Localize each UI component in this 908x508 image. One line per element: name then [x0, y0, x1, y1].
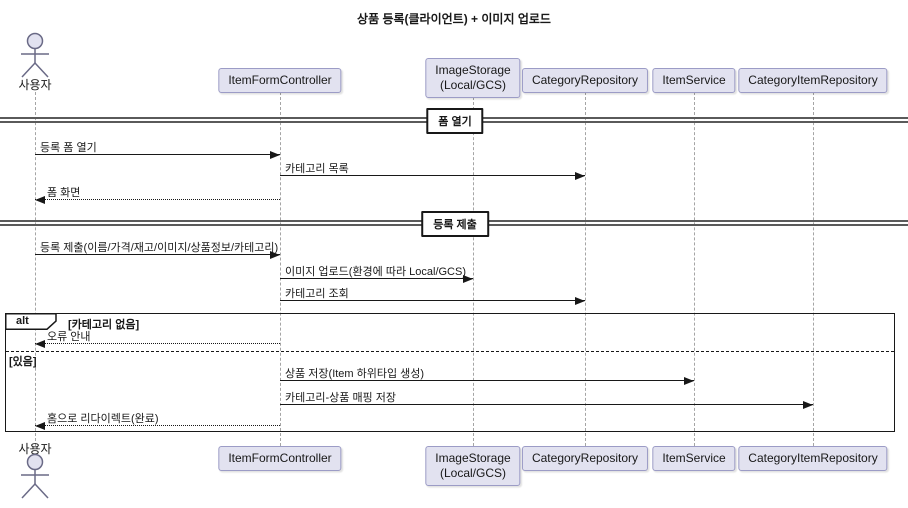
message-arrowhead — [35, 195, 45, 204]
participant-box-top: ItemFormController — [218, 68, 342, 93]
alt-keyword: alt — [16, 315, 29, 327]
message-label: 등록 폼 열기 — [40, 142, 97, 154]
lifeline — [813, 92, 814, 446]
message-arrowhead — [35, 421, 45, 430]
message-line — [280, 380, 694, 381]
actor-bottom — [15, 453, 55, 499]
alt-pentagon — [4, 312, 57, 330]
message-line — [280, 175, 585, 176]
participant-box-bottom: CategoryItemRepository — [738, 446, 888, 471]
participant-box-top: CategoryRepository — [521, 68, 649, 93]
message-label: 상품 저장(Item 하위타입 생성) — [285, 368, 425, 380]
message-label: 폼 화면 — [47, 187, 81, 199]
actor-bottom-label: 사용자 — [18, 442, 52, 456]
lifeline — [473, 92, 474, 446]
message-line — [35, 425, 280, 426]
participant-box-bottom: CategoryRepository — [521, 446, 649, 471]
message-line — [35, 154, 280, 155]
participant-box-top: ItemService — [652, 68, 736, 93]
diagram-title: 상품 등록(클라이언트) + 이미지 업로드 — [357, 12, 551, 26]
divider-label: 등록 제출 — [421, 211, 489, 237]
alt-frame: alt [카테고리 없음] [있음] — [4, 312, 895, 432]
message-label: 카테고리 조회 — [285, 288, 349, 300]
message-line — [280, 300, 585, 301]
message-line — [35, 343, 280, 344]
message-line — [35, 199, 280, 200]
message-arrowhead — [35, 339, 45, 348]
actor-figure-icon — [21, 32, 49, 78]
divider-label: 폼 열기 — [426, 108, 484, 134]
message-arrowhead — [684, 376, 694, 385]
message-arrowhead — [575, 296, 585, 305]
message-arrowhead — [270, 150, 280, 159]
message-label: 이미지 업로드(환경에 따라 Local/GCS) — [285, 266, 467, 278]
lifeline — [280, 92, 281, 446]
alt-guard-empty: [카테고리 없음] — [68, 319, 140, 331]
alt-guard-exists: [있음] — [9, 356, 37, 368]
participant-box-bottom: ItemService — [652, 446, 736, 471]
message-label: 오류 안내 — [47, 331, 91, 343]
message-label: 등록 제출(이름/가격/재고/이미지/상품정보/카테고리) — [40, 242, 279, 254]
message-label: 홈으로 리다이렉트(완료) — [47, 413, 159, 425]
participant-box-top: CategoryItemRepository — [738, 68, 888, 93]
participant-box-bottom: ItemFormController — [218, 446, 342, 471]
message-arrowhead — [463, 274, 473, 283]
participant-box-bottom: ImageStorage (Local/GCS) — [425, 446, 521, 486]
lifeline — [35, 92, 36, 446]
actor-figure-icon — [21, 453, 49, 499]
message-line — [35, 254, 280, 255]
message-line — [280, 404, 813, 405]
lifeline — [585, 92, 586, 446]
actor-top — [15, 32, 55, 78]
participant-box-top: ImageStorage (Local/GCS) — [425, 58, 521, 98]
message-arrowhead — [575, 171, 585, 180]
lifeline — [694, 92, 695, 446]
message-label: 카테고리 목록 — [285, 163, 349, 175]
actor-top-label: 사용자 — [18, 78, 52, 92]
message-arrowhead — [803, 400, 813, 409]
alt-else-divider — [6, 351, 894, 352]
message-arrowhead — [270, 250, 280, 259]
message-line — [280, 278, 473, 279]
message-label: 카테고리-상품 매핑 저장 — [285, 392, 396, 404]
